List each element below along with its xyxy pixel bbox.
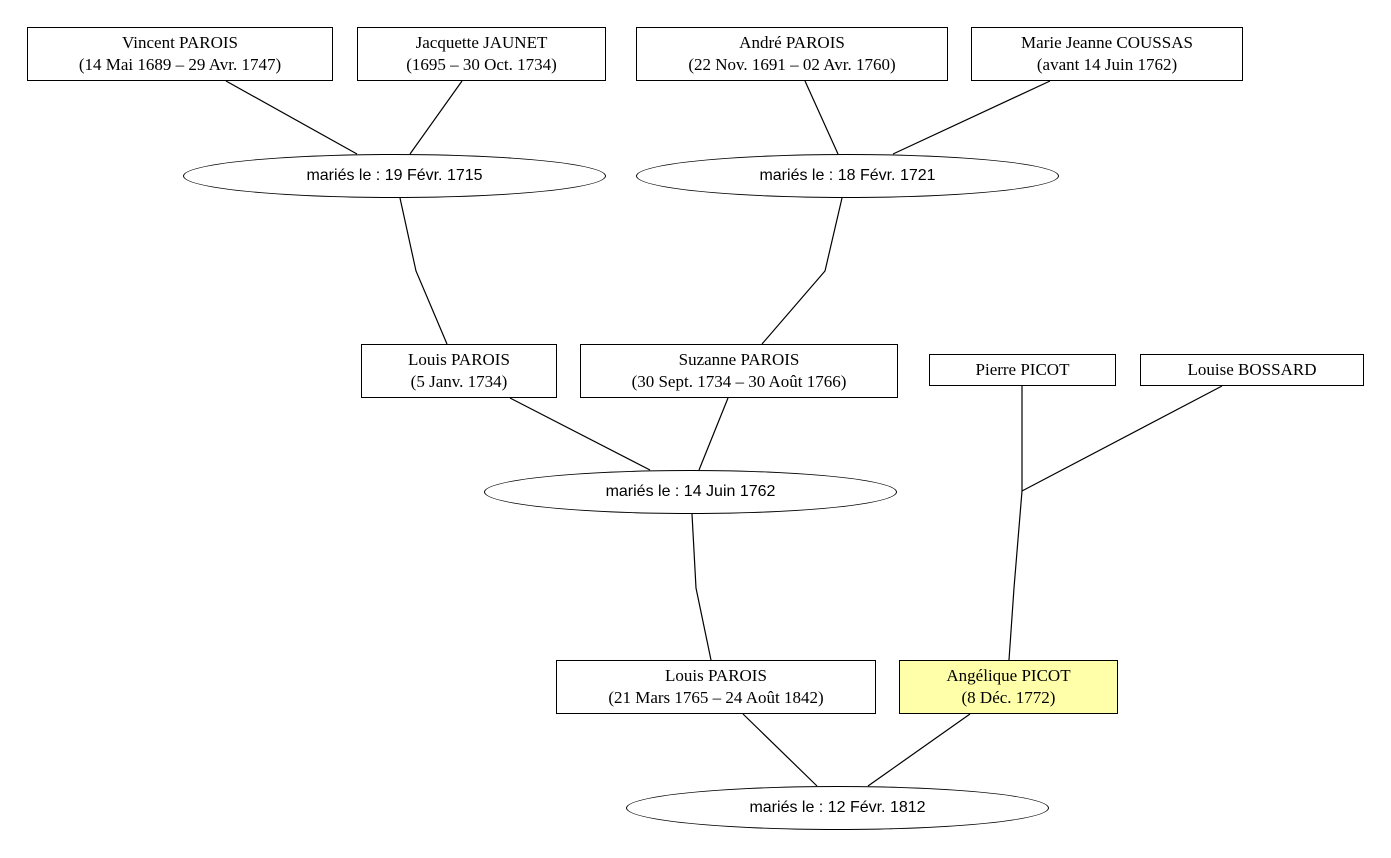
person-vincent-parois[interactable]: Vincent PAROIS (14 Mai 1689 – 29 Avr. 17… <box>27 27 333 81</box>
marriage-label: mariés le : 12 Févr. 1812 <box>749 799 926 816</box>
person-dates: (8 Déc. 1772) <box>961 688 1056 707</box>
edge-vincent-to-m1715 <box>225 80 358 155</box>
edge-louis-1734-to-m1762 <box>509 397 651 471</box>
edge-m1715-to-louis-1734 <box>399 197 448 345</box>
person-louise-bossard[interactable]: Louise BOSSARD <box>1140 354 1364 386</box>
person-angelique-picot[interactable]: Angélique PICOT (8 Déc. 1772) <box>899 660 1118 714</box>
marriage-1715[interactable]: mariés le : 19 Févr. 1715 <box>183 154 606 198</box>
person-jacquette-jaunet[interactable]: Jacquette JAUNET (1695 – 30 Oct. 1734) <box>357 27 606 81</box>
edge-m1721-to-suzanne <box>761 197 843 345</box>
marriage-1762[interactable]: mariés le : 14 Juin 1762 <box>484 470 897 514</box>
person-name: Vincent PAROIS <box>122 33 238 52</box>
marriage-1812[interactable]: mariés le : 12 Févr. 1812 <box>626 786 1049 830</box>
edge-m1762-to-louis-1765 <box>691 513 712 661</box>
person-name: Angélique PICOT <box>946 666 1071 685</box>
person-dates: (14 Mai 1689 – 29 Avr. 1747) <box>78 55 282 74</box>
person-name: Louise BOSSARD <box>1187 360 1317 379</box>
person-andre-parois[interactable]: André PAROIS (22 Nov. 1691 – 02 Avr. 176… <box>636 27 948 81</box>
edge-jacquette-to-m1715 <box>409 80 463 155</box>
edge-louise-to-junction <box>1021 385 1223 492</box>
edge-suzanne-to-m1762 <box>698 397 729 471</box>
marriage-label: mariés le : 14 Juin 1762 <box>605 483 776 500</box>
person-name: Suzanne PAROIS <box>678 350 800 369</box>
edge-junction-to-angelique <box>1008 490 1023 661</box>
person-name: Marie Jeanne COUSSAS <box>1021 33 1193 52</box>
person-dates: (22 Nov. 1691 – 02 Avr. 1760) <box>688 55 896 74</box>
person-pierre-picot[interactable]: Pierre PICOT <box>929 354 1116 386</box>
person-name: Jacquette JAUNET <box>415 33 548 52</box>
person-name: André PAROIS <box>739 33 845 52</box>
person-louis-parois-1765[interactable]: Louis PAROIS (21 Mars 1765 – 24 Août 184… <box>556 660 876 714</box>
marriage-label: mariés le : 18 Févr. 1721 <box>759 167 936 184</box>
edge-louis-1765-to-m1812 <box>742 713 818 787</box>
person-dates: (21 Mars 1765 – 24 Août 1842) <box>608 688 824 707</box>
person-dates: (30 Sept. 1734 – 30 Août 1766) <box>631 372 847 391</box>
person-name: Louis PAROIS <box>665 666 767 685</box>
edge-marie-jeanne-to-m1721 <box>892 80 1051 155</box>
person-dates: (5 Janv. 1734) <box>410 372 508 391</box>
edge-angelique-to-m1812 <box>867 713 971 787</box>
person-name: Pierre PICOT <box>975 360 1070 379</box>
person-name: Louis PAROIS <box>408 350 510 369</box>
person-suzanne-parois[interactable]: Suzanne PAROIS (30 Sept. 1734 – 30 Août … <box>580 344 898 398</box>
person-louis-parois-1734[interactable]: Louis PAROIS (5 Janv. 1734) <box>361 344 557 398</box>
marriage-label: mariés le : 19 Févr. 1715 <box>306 167 483 184</box>
person-dates: (avant 14 Juin 1762) <box>1036 55 1178 74</box>
edge-andre-to-m1721 <box>804 80 839 155</box>
person-marie-jeanne-coussas[interactable]: Marie Jeanne COUSSAS (avant 14 Juin 1762… <box>971 27 1243 81</box>
person-dates: (1695 – 30 Oct. 1734) <box>406 55 557 74</box>
marriage-1721[interactable]: mariés le : 18 Févr. 1721 <box>636 154 1059 198</box>
